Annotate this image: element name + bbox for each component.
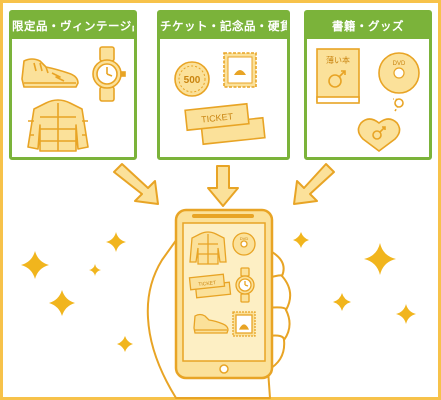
panel-title: 書籍・グッズ [307, 13, 429, 39]
panel-limited-vintage: 限定品・ヴィンテージ品 [9, 10, 137, 160]
coin-value: 500 [184, 75, 201, 86]
panel-items: 500 TICKET [174, 52, 266, 146]
panel-title: 限定品・ヴィンテージ品 [12, 13, 134, 39]
sparkle-icon [21, 232, 416, 352]
sneaker-icon [21, 58, 79, 88]
sneaker-icon [193, 313, 229, 334]
dvd-label: DVD [240, 236, 249, 241]
ticket-text: TICKET [201, 111, 234, 124]
book-icon: 薄い本 [316, 48, 360, 104]
ticket-icon: TICKET [188, 273, 232, 299]
stamp-icon [232, 311, 256, 337]
coin-icon: 500 [174, 61, 210, 97]
arrow-down-icon [113, 163, 335, 207]
panel-tickets-coins: チケット・記念品・硬貨・切手 500 TICKET [157, 10, 290, 160]
panel-items: 薄い本 DVD [316, 48, 420, 152]
dvd-icon: DVD [378, 52, 420, 94]
heart-keychain-icon [357, 98, 404, 152]
dvd-icon: DVD [232, 232, 256, 256]
watch-icon [92, 46, 126, 102]
ticket-icon: TICKET [184, 102, 266, 146]
book-title: 薄い本 [326, 55, 350, 65]
phone-screen-items: DVD TICKET [188, 231, 256, 337]
dvd-label: DVD [393, 61, 406, 67]
panel-title: チケット・記念品・硬貨・切手 [160, 13, 287, 39]
jacket-icon [189, 231, 227, 265]
panel-items [21, 46, 126, 152]
stamp-icon [223, 52, 257, 88]
panel-books-goods: 書籍・グッズ 薄い本 DVD [304, 10, 432, 160]
jacket-icon [27, 99, 89, 152]
ticket-text: TICKET [198, 280, 216, 288]
watch-icon [235, 267, 255, 303]
